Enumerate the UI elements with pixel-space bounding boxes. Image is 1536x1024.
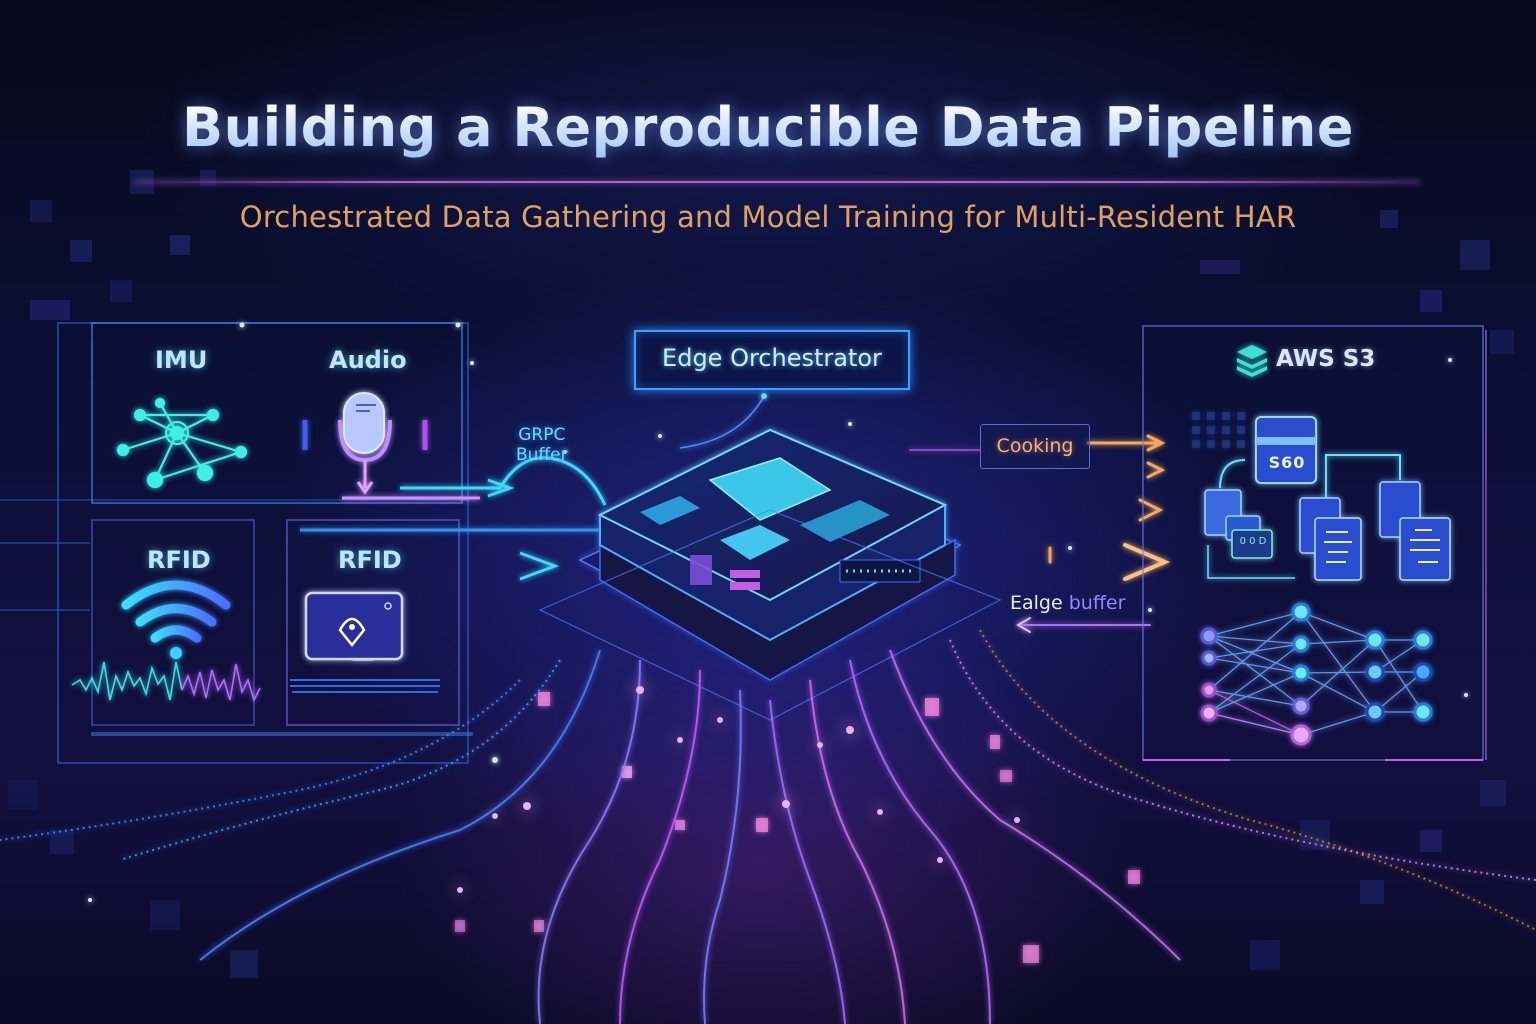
activity-label-box xyxy=(980,424,1090,469)
orchestrator-to-storage-arrows xyxy=(898,434,1171,633)
microphone-icon xyxy=(302,392,480,500)
title-divider xyxy=(135,181,1420,183)
orchestrator-callout-line xyxy=(679,395,765,449)
sparkle-dots xyxy=(88,322,1468,902)
sensor-label-imu: IMU xyxy=(155,346,208,374)
sub-bucket-label: 0 0 D xyxy=(1239,536,1267,547)
page-title: Building a Reproducible Data Pipeline xyxy=(0,96,1536,159)
bucket-label: S60 xyxy=(1268,453,1306,472)
edge-buffer-label-part1: Ealge xyxy=(1010,592,1063,614)
edge-orchestrator-label: Edge Orchestrator xyxy=(662,344,882,372)
storage-frame xyxy=(1142,325,1487,761)
s3-bucket-diagram xyxy=(1192,412,1451,581)
grpc-buffer-label: GRPC Buffer xyxy=(516,425,568,465)
sensor-label-rfid-wifi: RFID xyxy=(147,546,211,574)
chip-base-plate xyxy=(538,509,1002,721)
circuit-traces xyxy=(0,629,1536,1024)
pink-pixel-squares xyxy=(455,692,1140,963)
sensor-label-audio: Audio xyxy=(329,346,407,374)
page-subtitle: Orchestrated Data Gathering and Model Tr… xyxy=(239,200,1297,234)
activity-label: Cooking xyxy=(996,435,1074,457)
sensor-label-rfid-card: RFID xyxy=(338,546,402,574)
sensor-network-icon xyxy=(116,397,248,489)
edge-buffer-label-part2: buffer xyxy=(1062,592,1126,614)
trace-nodes xyxy=(457,686,1020,893)
edge-chip-icon xyxy=(578,428,962,681)
edge-buffer-label: Ealge buffer xyxy=(1010,592,1125,614)
grpc-label-line1: GRPC xyxy=(518,425,566,445)
rfid-data-stream xyxy=(290,679,440,693)
rfid-card-icon xyxy=(304,591,404,661)
wifi-signal-icon xyxy=(121,580,231,659)
edge-orchestrator-box xyxy=(634,330,910,390)
stacked-layers-icon xyxy=(1237,345,1267,377)
neural-network-icon xyxy=(1200,602,1433,746)
signal-waveform-icon xyxy=(71,661,261,703)
storage-label: AWS S3 xyxy=(1276,346,1376,372)
sensor-panels xyxy=(91,322,473,736)
sensor-frame-lines xyxy=(0,322,470,764)
grpc-label-line2: Buffer xyxy=(516,445,568,465)
sensor-to-orchestrator-flow xyxy=(255,456,607,581)
